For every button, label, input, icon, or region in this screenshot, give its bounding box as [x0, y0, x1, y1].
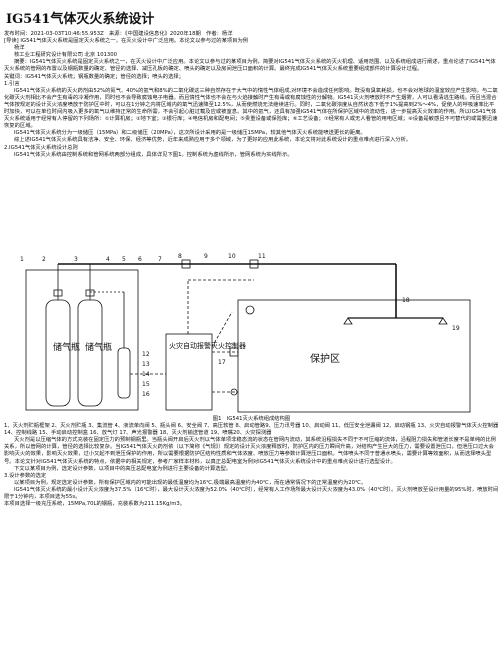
protected-zone-label: 保护区: [310, 352, 340, 365]
nozzle-right: [438, 317, 448, 325]
section-1-heading: 1.引言: [4, 80, 20, 87]
author-affiliation: 核工业工程研究设计有限公司 北京 101300: [14, 52, 118, 59]
control-line-detector: [211, 311, 233, 348]
body-paragraph-1: 灭火剂是以压缩气体的方式充装在固定压力的预制钢瓶里。当瓶头阀开启后灭火剂以气体单…: [4, 437, 497, 465]
valve-head-a: [53, 289, 63, 297]
fig-num-2: 2: [42, 256, 46, 263]
fig-num-15: 15: [142, 381, 150, 388]
section-2-heading: 2.IG541气体灭火系统设计总则: [4, 144, 78, 151]
fig-num-3: 3: [74, 256, 78, 263]
abstract: 摘要：IG541气体灭火系统是固定灭火系统之一，在灭火设计中广泛应用。本论文以参…: [4, 59, 496, 73]
manual-start-box: [229, 347, 239, 357]
body-paragraph-4: IG541气体灭火系统的最小设计灭火浓度为37.5%（16℃时），最大设计灭火浓…: [4, 486, 499, 501]
cylinder-a-label: 储气瓶: [53, 341, 80, 353]
fig-num-10: 10: [228, 253, 236, 260]
check-valve: [181, 259, 191, 269]
intro-paragraph-1: IG541气体灭火系统的灭火药剂由52%的氮气、40%的氩气和8%的二氧化碳这三…: [4, 87, 498, 130]
protected-zone-box: [237, 299, 471, 413]
system-diagram-figure: 储气瓶 储气瓶 火灾自动报警灭火控制器 保护区 1 2 3 4 5 6 7 8 …: [20, 253, 471, 413]
fire-detector: [245, 305, 255, 315]
control-panel-box: [165, 333, 213, 411]
storage-cylinder-a: [45, 299, 71, 407]
article-header-block: 发布时间：2021-03-03T10:46:55.953Z 来源：《中国建设信息…: [4, 31, 499, 159]
body-paragraph-3: 以某项目为例，规定选定设计参数，所有保护区域内的可能出现的最低温度均为16℃,极…: [14, 479, 367, 486]
fig-num-11: 11: [258, 253, 266, 260]
body-paragraph-5: 本项目选择一级充压系统，15MPa,70L的钢瓶，充装系数为211.15Kg/m…: [4, 501, 186, 508]
article-body-block: 图1 IG541灭火系统组成结构图 1、灭火剂贮瓶框架 2、灭火剂贮瓶 3、集流…: [4, 416, 499, 508]
fig-num-16: 16: [142, 391, 150, 398]
intro-paragraph-3: 综上述IG541气体灭火系统具有洁净、安全、环保、经济等优势，近年来成熟应用于多…: [14, 137, 412, 144]
fig-num-1: 1: [20, 256, 24, 263]
fig-num-9: 9: [204, 253, 208, 260]
fig-num-4: 4: [106, 256, 110, 263]
pilot-cylinder: [117, 347, 131, 399]
fig-num-19: 19: [452, 325, 460, 332]
section-3-heading: 3.设计参数的选定: [4, 472, 47, 479]
fig-num-18: 18: [402, 297, 410, 304]
fig-num-17: 17: [218, 359, 226, 366]
intro-paragraph-2: IG541气体灭火系统分为一级储压（15MPa）和二级储压（20MPa），这次所…: [14, 130, 366, 137]
fig-num-14: 14: [142, 371, 150, 378]
fig-num-8: 8: [178, 253, 182, 260]
figure-legend: 1、灭火剂贮瓶框架 2、灭火剂贮瓶 3、集流管 4、液流单向阀 5、瓶头阀 6、…: [4, 423, 499, 437]
section-2-paragraph-1: IG541气体灭火系统由控制系统和管网系统两部分组成，具体详见下图1。控制系统为…: [14, 151, 293, 158]
fig-num-5: 5: [122, 256, 126, 263]
fig-num-13: 13: [142, 361, 150, 368]
figure-caption: 图1 IG541灭火系统组成结构图: [212, 416, 291, 422]
fig-num-6: 6: [138, 256, 142, 263]
publish-meta: 发布时间：2021-03-03T10:46:55.953Z 来源：《中国建设信息…: [4, 31, 233, 37]
body-paragraph-2: 下文以某项目为例，选定设计参数，以项目中的高压总配电室为例进行主要设备的计算选型…: [14, 465, 232, 472]
fig-num-12: 12: [142, 351, 150, 358]
article-title: IG541气体灭火系统设计: [6, 12, 155, 27]
valve-head-b: [85, 289, 95, 297]
discharge-lamp: [230, 388, 238, 396]
author-name: 杨洋: [14, 45, 25, 52]
storage-cylinder-b: [77, 299, 103, 407]
control-panel-label: 火灾自动报警灭火控制器: [169, 341, 246, 350]
cylinder-frame: [25, 269, 139, 411]
guide-text: [导读] IG541气体灭火系统是固定灭火系统之一，在灭火设计中广泛应用。本论文…: [4, 38, 249, 45]
cylinder-b-label: 储气瓶: [85, 341, 112, 353]
selector-valve: [249, 259, 259, 269]
keywords: 关键词：IG541气体灭火系统；钢瓶数量的确定；管径的选择；喷头的选择；: [4, 73, 184, 80]
nozzle-left: [343, 317, 353, 325]
fig-num-7: 7: [158, 256, 162, 263]
